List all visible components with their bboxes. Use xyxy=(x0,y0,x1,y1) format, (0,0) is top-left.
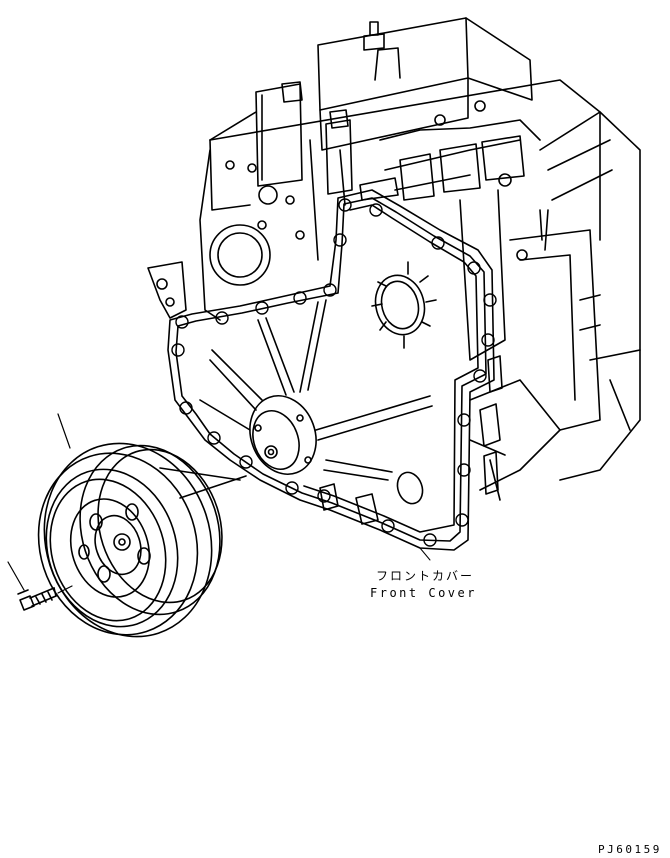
crankshaft-pulley xyxy=(37,413,247,638)
part-label-english: Front Cover xyxy=(370,586,477,600)
front-cover xyxy=(167,189,503,551)
cover-bolts xyxy=(171,198,497,547)
reference-code: PJ60159 xyxy=(598,843,662,856)
pulley-bolt xyxy=(7,561,73,611)
engine-block xyxy=(147,17,641,501)
label-leader-line xyxy=(419,547,431,561)
part-label-japanese: フロントカバー xyxy=(376,569,475,583)
